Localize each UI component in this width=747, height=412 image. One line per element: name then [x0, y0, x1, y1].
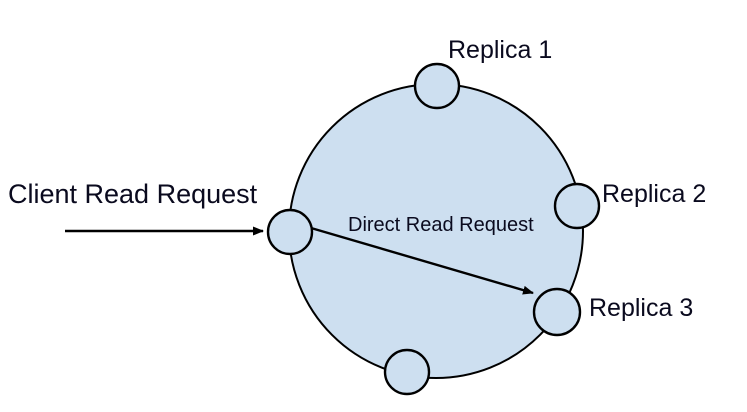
replica-3-label: Replica 3	[589, 294, 694, 322]
node-replica-2[interactable]	[553, 182, 601, 230]
direct-read-request-label: Direct Read Request	[348, 214, 534, 236]
node-replica-1[interactable]	[413, 62, 461, 110]
node-coordinator[interactable]	[266, 208, 314, 256]
client-read-request-label: Client Read Request	[8, 179, 258, 209]
replica-2-label: Replica 2	[602, 180, 707, 208]
node-bottom[interactable]	[383, 348, 431, 396]
direct-read-request-arrow	[310, 226, 534, 295]
replica-1-label: Replica 1	[448, 36, 553, 64]
node-replica-3[interactable]	[532, 287, 582, 337]
